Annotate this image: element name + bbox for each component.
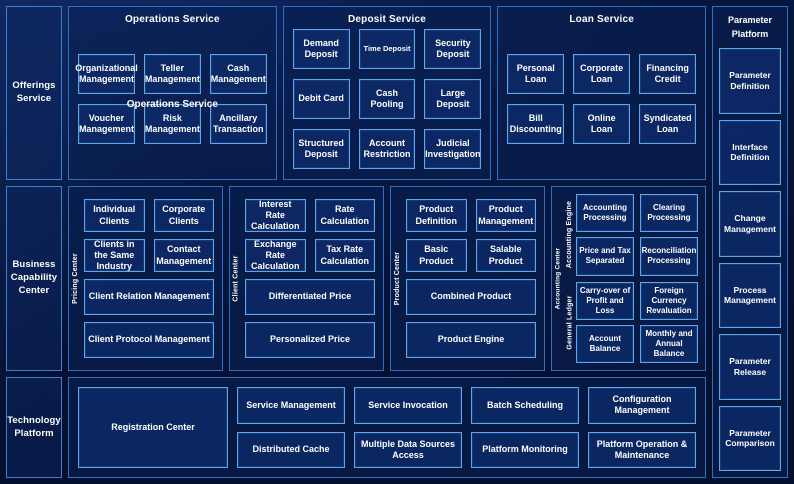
box-account-balance[interactable]: Account Balance — [576, 324, 634, 363]
subgroup-vlabel-general-ledger: General Ledger — [566, 295, 574, 350]
group-vlabel-accounting-center: Accounting Center — [554, 247, 562, 310]
panel-parameter-platform[interactable]: Parameter Platform Parameter Definition … — [712, 6, 788, 478]
box-account-restriction[interactable]: Account Restriction — [358, 129, 416, 169]
box-security-deposit[interactable]: Security Deposit — [424, 29, 482, 69]
subgroup-general-ledger: General Ledger Carry-over of Profit and … — [564, 281, 698, 363]
box-tax-rate-calculation[interactable]: Tax Rate Calculation — [314, 239, 375, 272]
box-platform-operation-and-maintenance[interactable]: Platform Operation & Maintenance — [588, 431, 696, 468]
box-structured-deposit[interactable]: Structured Deposit — [292, 129, 350, 169]
row-offerings-service: Offerings Service Operations Service Org… — [6, 6, 788, 180]
box-process-management[interactable]: Process Management — [719, 262, 781, 328]
row-label-business-capability-center: Business Capability Center — [6, 186, 62, 371]
group-product-center[interactable]: Product Center Product Definition Produc… — [390, 186, 545, 371]
subgroup-vlabel-accounting-engine: Accounting Engine — [566, 201, 574, 269]
box-corporate-clients[interactable]: Corporate Clients — [153, 199, 214, 232]
group-vlabel-pricing-center: Pricing Center — [72, 253, 79, 304]
group-accounting-center[interactable]: Accounting Center Accounting Engine Acco… — [551, 186, 706, 371]
box-voucher-management[interactable]: Voucher Management — [78, 104, 135, 144]
group-vlabel-client-center: Client Center — [233, 255, 241, 302]
box-large-deposit[interactable]: Large Deposit — [424, 79, 482, 119]
box-interest-rate-calculation[interactable]: Interest Rate Calculation — [245, 199, 306, 232]
box-bill-discounting[interactable]: Bill Discounting — [507, 104, 565, 144]
box-change-management[interactable]: Change Management — [719, 191, 781, 257]
box-client-protocol-management[interactable]: Client Protocol Management — [84, 322, 214, 358]
row-technology-platform: Technology Platform Registration Center … — [6, 377, 788, 478]
box-product-management[interactable]: Product Management — [475, 199, 536, 232]
box-differentiated-price[interactable]: Differentiated Price — [245, 279, 375, 315]
box-distributed-cache[interactable]: Distributed Cache — [237, 431, 345, 468]
box-platform-monitoring[interactable]: Platform Monitoring — [471, 431, 579, 468]
group-technology-platform[interactable]: Registration Center Service Management D… — [68, 377, 706, 478]
box-configuration-management[interactable]: Configuration Management — [588, 387, 696, 424]
box-interface-definition[interactable]: Interface Definition — [719, 119, 781, 185]
box-debit-card[interactable]: Debit Card — [292, 79, 350, 119]
box-monthly-and-annual-balance[interactable]: Monthly and Annual Balance — [640, 324, 698, 363]
box-parameter-definition[interactable]: Parameter Definition — [719, 48, 781, 114]
group-loan-service[interactable]: Loan Service Personal Loan Corporate Loa… — [497, 6, 707, 180]
box-multiple-data-sources-access[interactable]: Multiple Data Sources Access — [354, 431, 462, 468]
box-combined-product[interactable]: Combined Product — [406, 279, 536, 315]
box-accounting-processing[interactable]: Accounting Processing — [576, 194, 634, 233]
box-demand-deposit[interactable]: Demand Deposit — [292, 29, 350, 69]
group-title-operations-service: Operations Service — [124, 14, 220, 25]
box-basic-product[interactable]: Basic Product — [406, 239, 467, 272]
business-capability-groups: Pricing Center Individual Clients Corpor… — [68, 186, 706, 371]
box-service-management[interactable]: Service Management — [237, 387, 345, 424]
box-clearing-processing[interactable]: Clearing Processing — [640, 194, 698, 233]
box-personal-loan[interactable]: Personal Loan — [507, 54, 565, 94]
box-risk-management[interactable]: Risk Management — [143, 104, 201, 144]
box-personalized-price[interactable]: Personalized Price — [245, 322, 375, 358]
box-carry-over-of-profit-and-loss[interactable]: Carry-over of Profit and Loss — [576, 281, 634, 320]
box-service-invocation[interactable]: Service Invocation — [354, 387, 462, 424]
box-ancillary-transaction[interactable]: Ancillary Transaction — [209, 104, 267, 144]
box-judicial-investigation[interactable]: Judicial Investigation — [424, 129, 482, 169]
box-parameter-comparison[interactable]: Parameter Comparison — [719, 405, 781, 471]
box-organizational-management[interactable]: Organizational Management — [75, 54, 138, 94]
box-financing-credit[interactable]: Financing Credit — [639, 54, 697, 94]
box-salable-product[interactable]: Salable Product — [475, 239, 536, 272]
box-corporate-loan[interactable]: Corporate Loan — [573, 54, 631, 94]
box-clients-in-the-same-industry[interactable]: Clients in the Same Industry — [84, 239, 145, 272]
box-cash-management[interactable]: Cash Management — [209, 54, 267, 94]
box-rate-calculation[interactable]: Rate Calculation — [314, 199, 375, 232]
box-contact-management[interactable]: Contact Management — [153, 239, 214, 272]
technology-platform-groups: Registration Center Service Management D… — [68, 377, 706, 478]
row-business-capability-center: Business Capability Center Pricing Cente… — [6, 186, 788, 371]
box-price-and-tax-separated[interactable]: Price and Tax Separated — [576, 237, 634, 276]
group-title-deposit-service: Deposit Service — [347, 14, 427, 25]
group-vlabel-product-center: Product Center — [394, 251, 401, 306]
panel-title-parameter-platform: Parameter Platform — [727, 15, 773, 39]
box-teller-management[interactable]: Teller Management — [143, 54, 201, 94]
box-reconciliation-processing[interactable]: Reconciliation Processing — [640, 237, 698, 276]
subgroup-accounting-engine: Accounting Engine Accounting Processing … — [564, 194, 698, 276]
box-cash-pooling[interactable]: Cash Pooling — [358, 79, 416, 119]
box-exchange-rate-calculation[interactable]: Exchange Rate Calculation — [245, 239, 306, 272]
box-online-loan[interactable]: Online Loan — [573, 104, 631, 144]
group-client-center[interactable]: Client Center Interest Rate Calculation … — [229, 186, 384, 371]
box-foreign-currency-revaluation[interactable]: Foreign Currency Revaluation — [640, 281, 698, 320]
group-operations-service[interactable]: Operations Service Organizational Manage… — [68, 6, 277, 180]
box-product-engine[interactable]: Product Engine — [406, 322, 536, 358]
box-syndicated-loan[interactable]: Syndicated Loan — [639, 104, 697, 144]
offerings-service-groups: Operations Service Organizational Manage… — [68, 6, 707, 180]
box-individual-clients[interactable]: Individual Clients — [84, 199, 145, 232]
box-client-relation-management[interactable]: Client Relation Management — [84, 279, 214, 315]
box-parameter-release[interactable]: Parameter Release — [719, 334, 781, 400]
box-time-deposit[interactable]: Time Deposit — [358, 29, 416, 69]
box-batch-scheduling[interactable]: Batch Scheduling — [471, 387, 579, 424]
box-registration-center[interactable]: Registration Center — [78, 387, 228, 468]
row-label-technology-platform: Technology Platform — [6, 377, 62, 478]
group-deposit-service[interactable]: Deposit Service Demand Deposit Time Depo… — [282, 6, 492, 180]
group-title-loan-service: Loan Service — [569, 14, 634, 25]
box-product-definition[interactable]: Product Definition — [406, 199, 467, 232]
row-label-offerings-service: Offerings Service — [6, 6, 62, 180]
group-pricing-center[interactable]: Pricing Center Individual Clients Corpor… — [68, 186, 223, 371]
